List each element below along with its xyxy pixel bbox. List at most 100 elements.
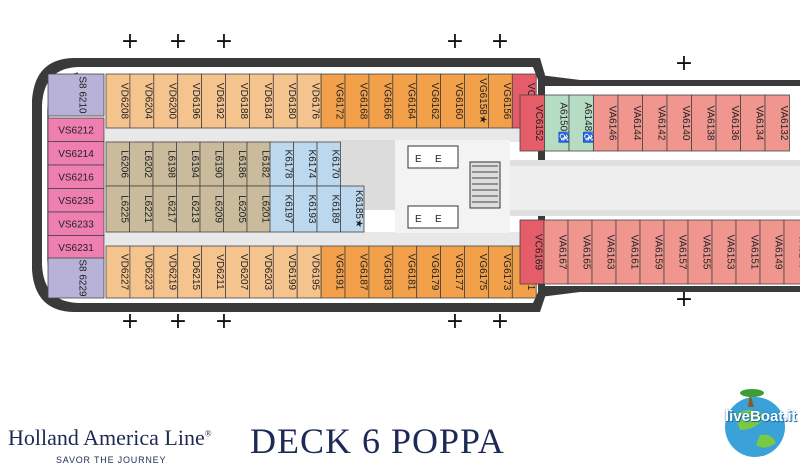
corridor-bottom [105, 232, 535, 246]
cabin-label: VA6153 [725, 235, 736, 270]
cabin-label: VC6169 [533, 234, 544, 271]
cabin-label: L6182 [259, 150, 270, 178]
stair-well [469, 161, 501, 209]
cabin-label: K6197 [282, 195, 293, 224]
cabin-label: VG6166 [381, 83, 392, 120]
cabin[interactable] [567, 219, 593, 285]
cabin[interactable] [687, 219, 713, 285]
lifeboat-marker: + [121, 29, 139, 54]
lifeboat-marker: + [491, 29, 509, 54]
cabin-label: VD6195 [310, 254, 321, 291]
lifeboat-marker: + [491, 309, 509, 334]
cabin-label: VD6192 [214, 83, 225, 120]
elevator-mark: E [415, 214, 422, 225]
cabin-label: VD6196 [190, 83, 201, 120]
cabin[interactable] [740, 94, 766, 152]
cabin-label: L6190 [212, 150, 223, 178]
cabin[interactable] [617, 94, 643, 152]
cabin-label: VD6223 [142, 254, 153, 291]
lifeboat-marker: + [675, 287, 693, 312]
cabin[interactable] [615, 219, 641, 285]
cabin-label: VG6172 [334, 83, 345, 120]
cabin-label: VS6212 [58, 125, 94, 136]
cabin[interactable] [715, 94, 741, 152]
cabin-label: A6150♿ [557, 102, 570, 143]
cabin-label: L6213 [189, 195, 200, 223]
cabin[interactable] [544, 94, 570, 152]
watermark-text: liveBoat.it [725, 408, 797, 425]
watermark-globe-icon [725, 389, 785, 457]
cabin-label: VS6214 [58, 149, 94, 160]
cabin-label: VA6155 [701, 235, 712, 270]
cabin[interactable] [783, 219, 800, 285]
cabin-label: VD6204 [142, 83, 153, 120]
cabin[interactable] [519, 219, 545, 285]
cabin-label: VA6134 [753, 106, 764, 141]
cabin[interactable] [543, 219, 569, 285]
cabin[interactable] [711, 219, 737, 285]
cabin[interactable] [340, 185, 365, 233]
cabin-label: VD6227 [118, 254, 129, 291]
cabin[interactable] [47, 73, 105, 117]
cabin-label: VG6162 [429, 83, 440, 120]
lifeboat-marker: + [169, 309, 187, 334]
cabin-label: VA6147 [797, 235, 800, 270]
lifeboat-marker: + [215, 29, 233, 54]
lifeboat-marker: + [215, 309, 233, 334]
cabin-label: L6205 [236, 195, 247, 223]
lifeboat-marker: + [169, 29, 187, 54]
cabin-label: VA6138 [704, 106, 715, 141]
cabin-label: VG6187 [357, 254, 368, 291]
cabin[interactable] [591, 219, 617, 285]
cabin-label: VG6158★ [477, 78, 488, 124]
cabin-label: VS6235 [58, 196, 94, 207]
elevator-lower [407, 205, 459, 229]
cabin-label: VD6208 [118, 83, 129, 120]
cabin-label: VA6144 [631, 106, 642, 141]
cabin-label: VG6156 [501, 83, 512, 120]
cabin-label: L6221 [142, 195, 153, 223]
cabin[interactable] [691, 94, 717, 152]
cabin-label: VA6146 [606, 106, 617, 141]
cabin-label: VS6216 [58, 172, 94, 183]
cabin[interactable] [639, 219, 665, 285]
elevator-upper [407, 145, 459, 169]
cabin-label: K6178 [282, 150, 293, 179]
stairs [472, 165, 498, 203]
cabin-label: VA6136 [729, 106, 740, 141]
cabin-label: VD6176 [310, 83, 321, 120]
cabin-label: VD6207 [238, 254, 249, 291]
cabin-label: K6193 [306, 195, 317, 224]
cabin-label: VG6183 [381, 254, 392, 291]
lifeboat-marker: + [446, 29, 464, 54]
cabin[interactable] [593, 94, 619, 152]
elevator-mark: E [415, 154, 422, 165]
cabin-label: K6189 [329, 195, 340, 224]
cabin[interactable] [47, 257, 105, 299]
cabin-label: VA6159 [653, 235, 664, 270]
cabin-label: VD6180 [286, 83, 297, 120]
cabin-label: L6209 [212, 195, 223, 223]
cabin[interactable] [666, 94, 692, 152]
cabin-label: VG6181 [405, 254, 416, 291]
cabin-label: VD6200 [166, 83, 177, 120]
corridor-forward-inner [510, 166, 800, 210]
cabin-label: VG6177 [453, 254, 464, 291]
cabin[interactable] [759, 219, 785, 285]
cabin-label: L6194 [189, 150, 200, 178]
cabin-label: L6225 [118, 195, 129, 223]
cabin-label: VG6160 [453, 83, 464, 120]
cabin-label: VC6152 [533, 105, 544, 142]
cabin-label: VA6132 [778, 106, 789, 141]
cabin-label: VS6233 [58, 219, 94, 230]
cabin-label: VA6142 [655, 106, 666, 141]
brand-name: Holland America Line® [8, 425, 212, 450]
cabin-label: VD6219 [166, 254, 177, 291]
cabin[interactable] [764, 94, 790, 152]
lifeboat-marker: + [121, 309, 139, 334]
cabin-label: K6185★ [353, 190, 364, 228]
cabin-label: VA6151 [749, 235, 760, 270]
cabin-label: VD6215 [190, 254, 201, 291]
